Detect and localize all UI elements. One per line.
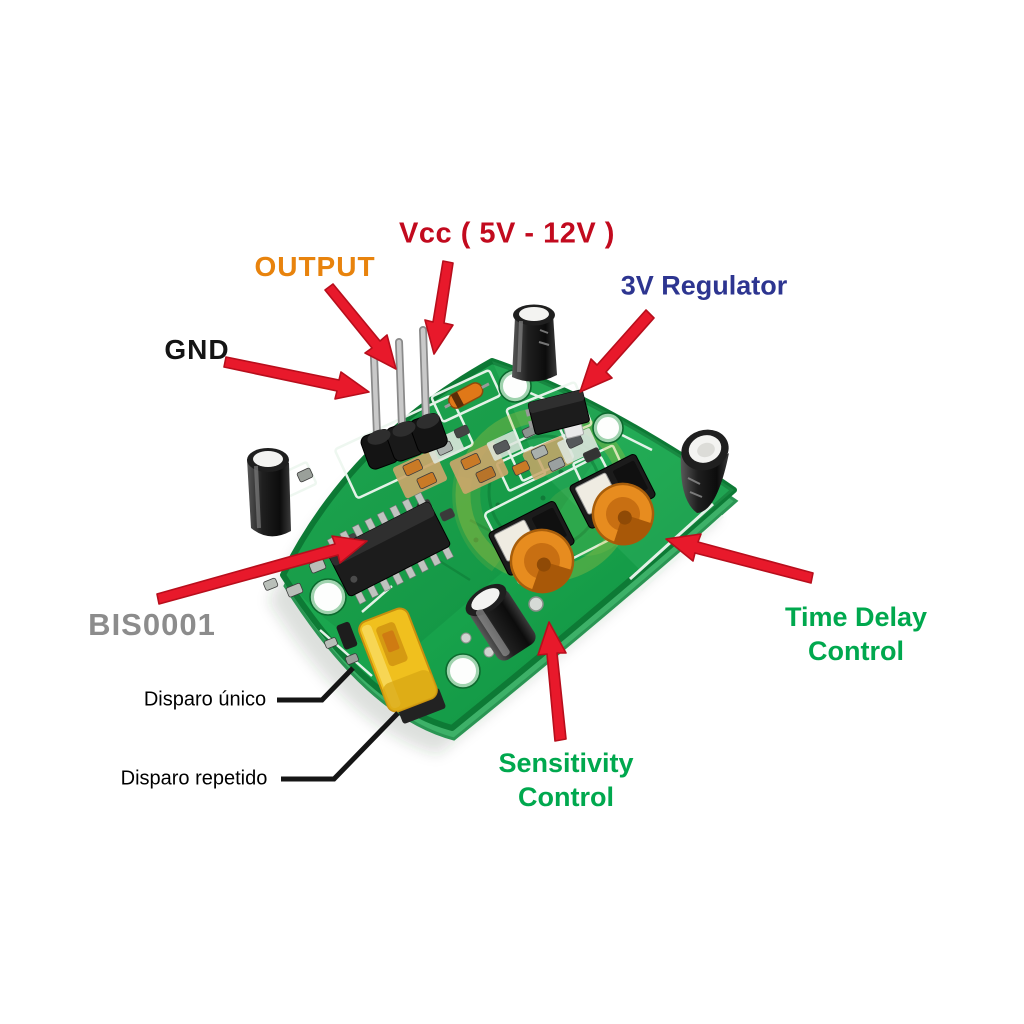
capacitor-left: [247, 448, 291, 537]
label-disparo-repetido-text: Disparo repetido: [120, 767, 268, 790]
mounting-holes: [309, 369, 624, 689]
label-output-text: OUTPUT: [254, 251, 376, 282]
pin-output: [395, 338, 406, 430]
label-disparo-unico-text: Disparo único: [143, 688, 267, 711]
capacitor-right: [680, 429, 729, 513]
mounting-hole: [592, 412, 624, 444]
label-vcc: Vcc ( 5V - 12V ): [399, 218, 615, 251]
arrow-vcc: [424, 260, 454, 355]
diode: [444, 382, 490, 409]
arrow-sensitivity: [537, 621, 567, 742]
label-gnd: GND: [164, 334, 229, 366]
solder-pads: [392, 428, 599, 658]
leader-disparo-unico: [277, 666, 355, 703]
arrow-3v-regulator: [579, 309, 655, 393]
pin-vcc: [419, 326, 430, 422]
arrow-output: [324, 283, 397, 370]
label-sensitivity-line1: Sensitivity: [498, 748, 634, 778]
label-bis0001-text: BIS0001: [88, 607, 216, 642]
label-time-delay-line1: Time Delay: [784, 602, 928, 632]
annotation-arrows: [156, 260, 814, 742]
trimmer-time-delay: [569, 453, 656, 546]
label-output: OUTPUT: [254, 251, 375, 283]
label-time-delay: Time Delay Control: [785, 600, 927, 668]
arrow-bis0001: [156, 535, 368, 605]
label-gnd-text: GND: [164, 334, 230, 365]
label-sensitivity-line2: Control: [518, 782, 614, 812]
arrow-time-delay: [665, 533, 814, 584]
mounting-hole: [309, 578, 347, 616]
jumper-trigger-mode: [336, 607, 446, 724]
pin-gnd: [370, 353, 381, 438]
voltage-regulator-chip: [525, 389, 590, 439]
label-bis0001: BIS0001: [88, 607, 216, 643]
label-time-delay-line2: Control: [808, 636, 904, 666]
label-3v-regulator: 3V Regulator: [621, 271, 788, 302]
label-disparo-unico: Disparo único: [144, 689, 266, 712]
trimmer-sensitivity: [488, 500, 575, 594]
leader-lines: [277, 666, 400, 782]
label-sensitivity: Sensitivity Control: [498, 746, 633, 814]
capacitor-top: [512, 304, 557, 382]
label-3v-regulator-text: 3V Regulator: [620, 270, 788, 301]
pin-header-base: [360, 413, 448, 470]
mounting-hole: [445, 653, 481, 689]
pin-header: [360, 326, 448, 470]
label-disparo-repetido: Disparo repetido: [121, 768, 268, 791]
label-vcc-text: Vcc ( 5V - 12V ): [399, 217, 615, 250]
capacitor-bottom: [465, 583, 536, 661]
leader-disparo-repetido: [281, 711, 400, 782]
arrow-gnd: [223, 356, 370, 400]
